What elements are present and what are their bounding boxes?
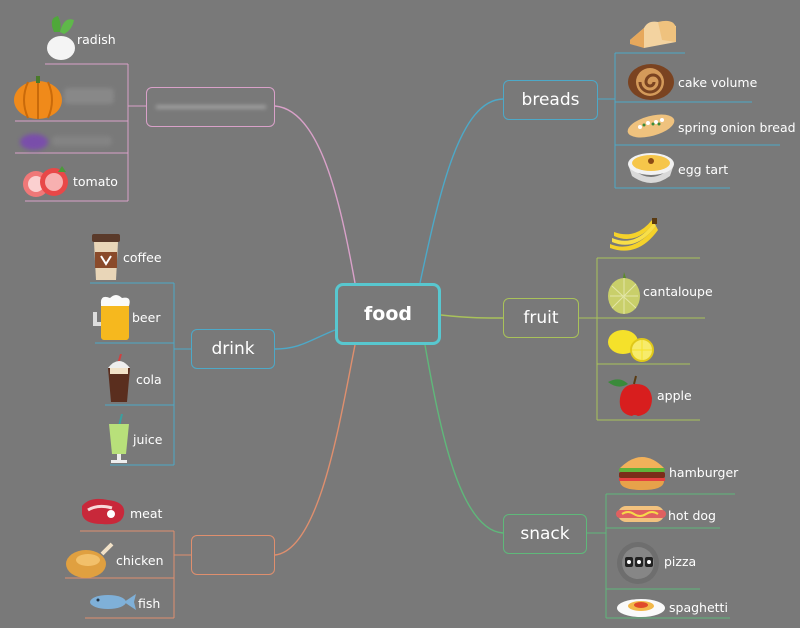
leaf-apple[interactable]: apple <box>657 388 692 403</box>
category-breads[interactable]: breads <box>503 80 598 120</box>
coffee-icon <box>92 234 120 280</box>
leaf-fish[interactable]: fish <box>138 596 161 611</box>
category-snack[interactable]: snack <box>503 514 587 554</box>
onion-bread-icon <box>627 114 675 138</box>
leaf-chicken[interactable]: chicken <box>116 553 164 568</box>
leaf-hamburger[interactable]: hamburger <box>669 465 739 480</box>
tomato-icon <box>23 166 68 197</box>
pumpkin-icon <box>14 76 62 119</box>
category-vegetables[interactable] <box>146 87 275 127</box>
fish-icon <box>90 594 136 610</box>
leaf-juice[interactable]: juice <box>133 432 163 447</box>
leaf-pizza[interactable]: pizza <box>664 554 697 569</box>
banana-icon <box>610 218 658 251</box>
bread-icon <box>630 20 676 48</box>
central-topic[interactable]: food <box>335 283 441 345</box>
category-fruit-label: fruit <box>523 308 559 328</box>
cantaloupe-icon <box>608 272 640 314</box>
pizza-icon <box>617 542 659 584</box>
steak-icon <box>82 498 125 525</box>
category-meat[interactable] <box>191 535 275 575</box>
category-fruit[interactable]: fruit <box>503 298 579 338</box>
spaghetti-icon <box>617 599 665 617</box>
hamburger-icon <box>619 457 665 490</box>
leaf-meat[interactable]: meat <box>130 506 163 521</box>
leaf-cantaloupe[interactable]: cantaloupe <box>643 284 713 299</box>
leaf-egg-tart[interactable]: egg tart <box>678 162 729 177</box>
chicken-icon <box>66 542 114 578</box>
juice-icon <box>109 414 129 463</box>
leaf-cake-volume[interactable]: cake volume <box>678 75 758 90</box>
apple-icon <box>608 375 652 416</box>
cake-roll-icon <box>628 64 674 100</box>
leaf-coffee[interactable]: coffee <box>123 250 162 265</box>
central-topic-label: food <box>364 303 412 325</box>
egg-tart-icon <box>628 153 674 183</box>
eggplant-icon <box>20 134 112 150</box>
radish-icon <box>47 16 75 60</box>
pumpkin-label-blur <box>64 88 114 104</box>
category-drink[interactable]: drink <box>191 329 275 369</box>
leaf-beer[interactable]: beer <box>132 310 161 325</box>
leaf-spring-onion-bread[interactable]: spring onion bread <box>678 120 796 135</box>
lemon-icon <box>608 330 654 362</box>
category-drink-label: drink <box>211 339 255 359</box>
leaf-cola[interactable]: cola <box>136 372 162 387</box>
leaf-tomato[interactable]: tomato <box>73 174 118 189</box>
leaf-radish[interactable]: radish <box>77 32 116 47</box>
hotdog-icon <box>616 506 666 522</box>
category-vegetables-label <box>155 106 266 108</box>
cola-icon <box>108 354 130 402</box>
beer-icon <box>93 295 130 340</box>
category-snack-label: snack <box>520 524 570 544</box>
leaf-spaghetti[interactable]: spaghetti <box>669 600 728 615</box>
leaf-hot-dog[interactable]: hot dog <box>668 508 716 523</box>
category-breads-label: breads <box>521 90 580 110</box>
